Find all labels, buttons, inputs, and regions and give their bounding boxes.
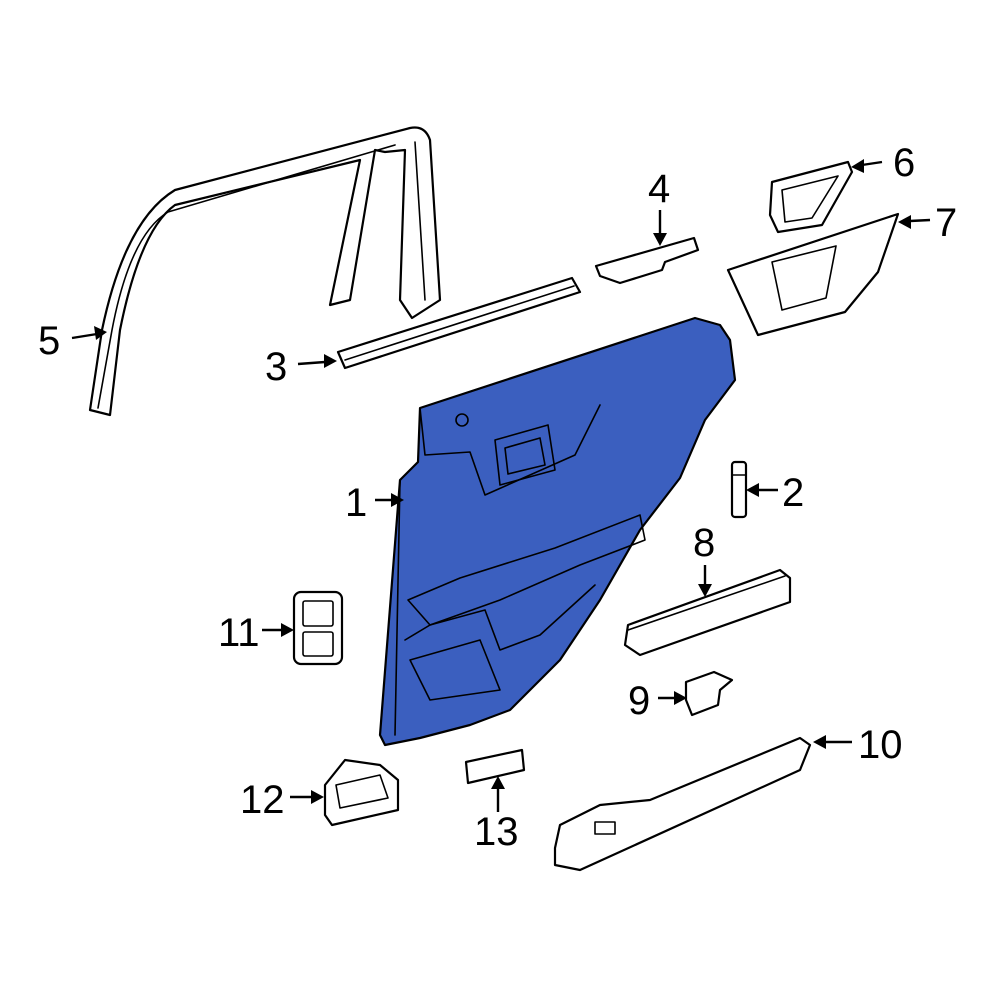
callout-9: 9 [628,679,650,723]
part-9-cup [684,670,734,717]
part-1-door-trim-panel [378,316,737,747]
callout-6: 6 [893,141,915,185]
callout-5: 5 [38,319,60,363]
part-11-switch [292,590,344,666]
part-10-lower-trim [553,736,812,872]
part-3-belt-molding [336,276,582,370]
callout-7: 7 [935,201,957,245]
callout-13: 13 [474,810,519,854]
callout-1: 1 [345,481,367,525]
callout-12: 12 [240,778,285,822]
callout-numbers: 5 3 4 6 7 1 2 8 9 10 11 12 13 [38,141,957,854]
callout-3: 3 [265,345,287,389]
part-4-clip-strip [594,236,700,285]
part-13-clip [464,748,526,785]
part-2-pin [730,460,748,519]
callout-4: 4 [648,167,670,211]
callout-2: 2 [782,471,804,515]
part-6-bezel [768,160,854,234]
panel-body [378,316,737,747]
part-7-grille-panel [726,212,900,337]
callout-8: 8 [693,521,715,565]
part-8-armrest [623,568,792,657]
part-5-window-frame [88,126,442,417]
part-12-bracket [323,758,400,827]
callout-leaders [71,159,931,812]
callout-11: 11 [218,611,260,655]
callout-10: 10 [858,723,903,767]
